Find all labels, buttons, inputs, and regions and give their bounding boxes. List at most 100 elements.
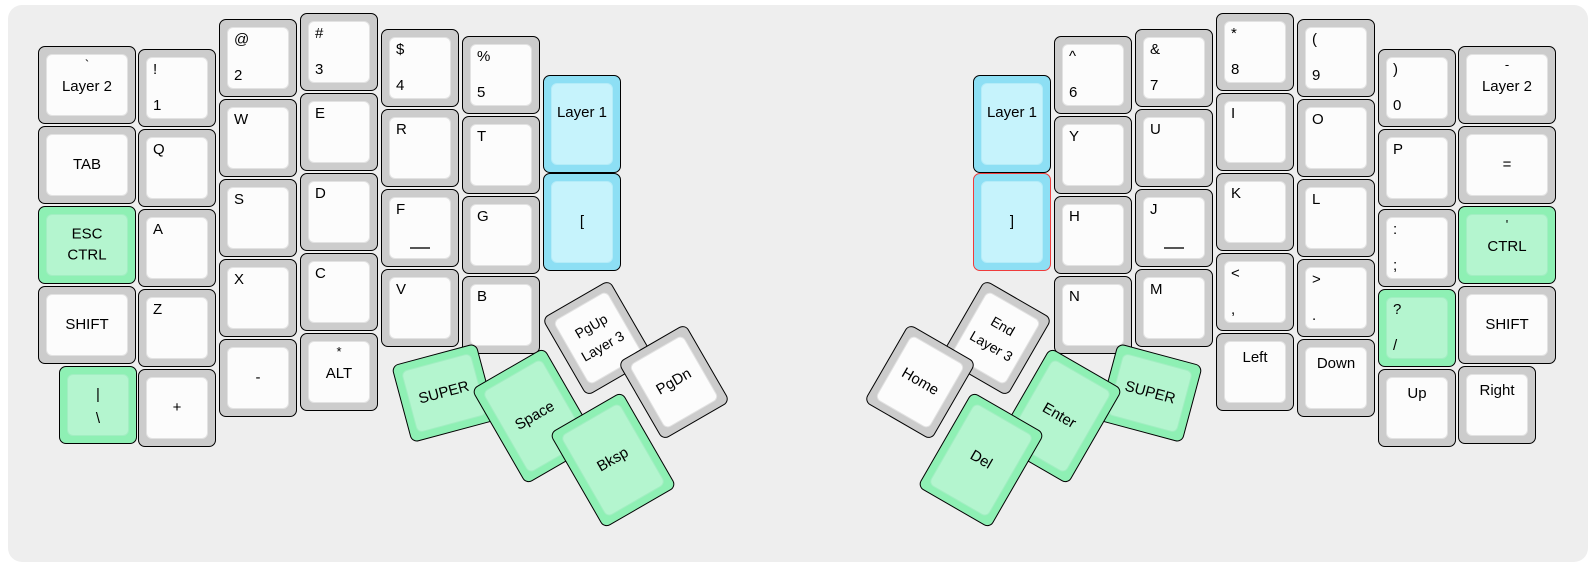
- key-8[interactable]: * 8: [1216, 13, 1294, 91]
- keycap: Up: [1386, 377, 1448, 439]
- key-4[interactable]: $ 4: [381, 29, 459, 107]
- key-down[interactable]: Down: [1297, 339, 1375, 417]
- key-bracket-left[interactable]: [: [543, 173, 621, 271]
- keycap: PgDn: [628, 334, 720, 430]
- key-l[interactable]: L: [1297, 179, 1375, 257]
- key-7[interactable]: & 7: [1135, 29, 1213, 107]
- keycap: Layer 1: [551, 83, 613, 165]
- key-r[interactable]: R: [381, 109, 459, 187]
- key-layer1[interactable]: Layer 1: [973, 75, 1051, 173]
- key-legend-center: CTRL: [1487, 238, 1527, 256]
- keycap: & 7: [1143, 37, 1205, 99]
- key-5[interactable]: % 5: [462, 36, 540, 114]
- key-pipe-backslash[interactable]: | \: [59, 366, 137, 444]
- key-c[interactable]: C: [300, 253, 378, 331]
- key-0[interactable]: ) 0: [1378, 49, 1456, 127]
- key-legend-center: Layer 1: [556, 103, 608, 121]
- key-legend-top: >: [1312, 271, 1321, 288]
- key-left[interactable]: Left: [1216, 333, 1294, 411]
- key-g[interactable]: G: [462, 196, 540, 274]
- key-legend-top: L: [1312, 191, 1321, 208]
- key-legend-top: K: [1231, 185, 1242, 202]
- key-legend-center: Bksp: [594, 443, 632, 476]
- keycap: > .: [1305, 267, 1367, 329]
- keycap: G: [470, 204, 532, 266]
- key-6[interactable]: ^ 6: [1054, 36, 1132, 114]
- keycap: TAB: [46, 134, 128, 196]
- key-quote-ctrl[interactable]: ' CTRL: [1458, 206, 1556, 284]
- key-h[interactable]: H: [1054, 196, 1132, 274]
- key-1[interactable]: ! 1: [138, 49, 216, 127]
- key-comma[interactable]: < ,: [1216, 253, 1294, 331]
- keycap: | \: [67, 374, 129, 436]
- key-asterisk-alt[interactable]: * ALT: [300, 333, 378, 411]
- key-esc-ctrl[interactable]: ESC CTRL: [38, 206, 136, 284]
- keycap: A: [146, 217, 208, 279]
- key-shift[interactable]: SHIFT: [38, 286, 136, 364]
- key-semicolon[interactable]: : ;: [1378, 209, 1456, 287]
- homing-bar-icon: [410, 247, 430, 249]
- key-z[interactable]: Z: [138, 289, 216, 367]
- key-t[interactable]: T: [462, 116, 540, 194]
- key-layer1[interactable]: Layer 1: [543, 75, 621, 173]
- key-k[interactable]: K: [1216, 173, 1294, 251]
- key-dash-layer2[interactable]: - Layer 2: [1458, 46, 1556, 124]
- key-v[interactable]: V: [381, 269, 459, 347]
- key-i[interactable]: I: [1216, 93, 1294, 171]
- key-3[interactable]: # 3: [300, 13, 378, 91]
- key-minus[interactable]: -: [219, 339, 297, 417]
- key-2[interactable]: @ 2: [219, 19, 297, 97]
- key-period[interactable]: > .: [1297, 259, 1375, 337]
- keycap: : ;: [1386, 217, 1448, 279]
- keycap: +: [146, 377, 208, 439]
- key-legend-bottom: 7: [1150, 77, 1159, 95]
- keycap: O: [1305, 107, 1367, 169]
- key-legend-center: Right: [1479, 382, 1515, 399]
- key-9[interactable]: ( 9: [1297, 19, 1375, 97]
- key-p[interactable]: P: [1378, 129, 1456, 207]
- keycap: C: [308, 261, 370, 323]
- key-legend-bottom: /: [1393, 337, 1398, 355]
- key-u[interactable]: U: [1135, 109, 1213, 187]
- keycap: Right: [1466, 374, 1528, 436]
- key-w[interactable]: W: [219, 99, 297, 177]
- keycap: Down: [1305, 347, 1367, 409]
- keycap: [: [551, 181, 613, 263]
- key-legend-top: P: [1393, 141, 1404, 158]
- keycap: F: [389, 197, 451, 259]
- key-right[interactable]: Right: [1458, 366, 1536, 444]
- key-x[interactable]: X: [219, 259, 297, 337]
- keycap: -: [227, 347, 289, 409]
- key-f[interactable]: F: [381, 189, 459, 267]
- key-plus[interactable]: +: [138, 369, 216, 447]
- key-grave-layer2[interactable]: ` Layer 2: [38, 46, 136, 124]
- key-slash[interactable]: ? /: [1378, 289, 1456, 367]
- key-m[interactable]: M: [1135, 269, 1213, 347]
- key-equals[interactable]: =: [1458, 126, 1556, 204]
- key-bracket-right[interactable]: ]: [973, 173, 1051, 271]
- key-a[interactable]: A: [138, 209, 216, 287]
- key-o[interactable]: O: [1297, 99, 1375, 177]
- key-n[interactable]: N: [1054, 276, 1132, 354]
- keycap: % 5: [470, 44, 532, 106]
- key-s[interactable]: S: [219, 179, 297, 257]
- keycap: R: [389, 117, 451, 179]
- key-legend-center: PgDn: [653, 364, 695, 399]
- key-legend-bottom: ,: [1231, 301, 1236, 319]
- key-legend-top: ?: [1393, 301, 1402, 318]
- key-legend-top: !: [153, 61, 158, 78]
- keycap: SHIFT: [1466, 294, 1548, 356]
- keycap: K: [1224, 181, 1286, 243]
- homing-bar-icon: [1164, 247, 1184, 249]
- key-b[interactable]: B: [462, 276, 540, 354]
- key-tab[interactable]: TAB: [38, 126, 136, 204]
- key-legend-top: R: [396, 121, 407, 138]
- key-e[interactable]: E: [300, 93, 378, 171]
- key-up[interactable]: Up: [1378, 369, 1456, 447]
- key-y[interactable]: Y: [1054, 116, 1132, 194]
- key-shift[interactable]: SHIFT: [1458, 286, 1556, 364]
- key-d[interactable]: D: [300, 173, 378, 251]
- key-q[interactable]: Q: [138, 129, 216, 207]
- key-j[interactable]: J: [1135, 189, 1213, 267]
